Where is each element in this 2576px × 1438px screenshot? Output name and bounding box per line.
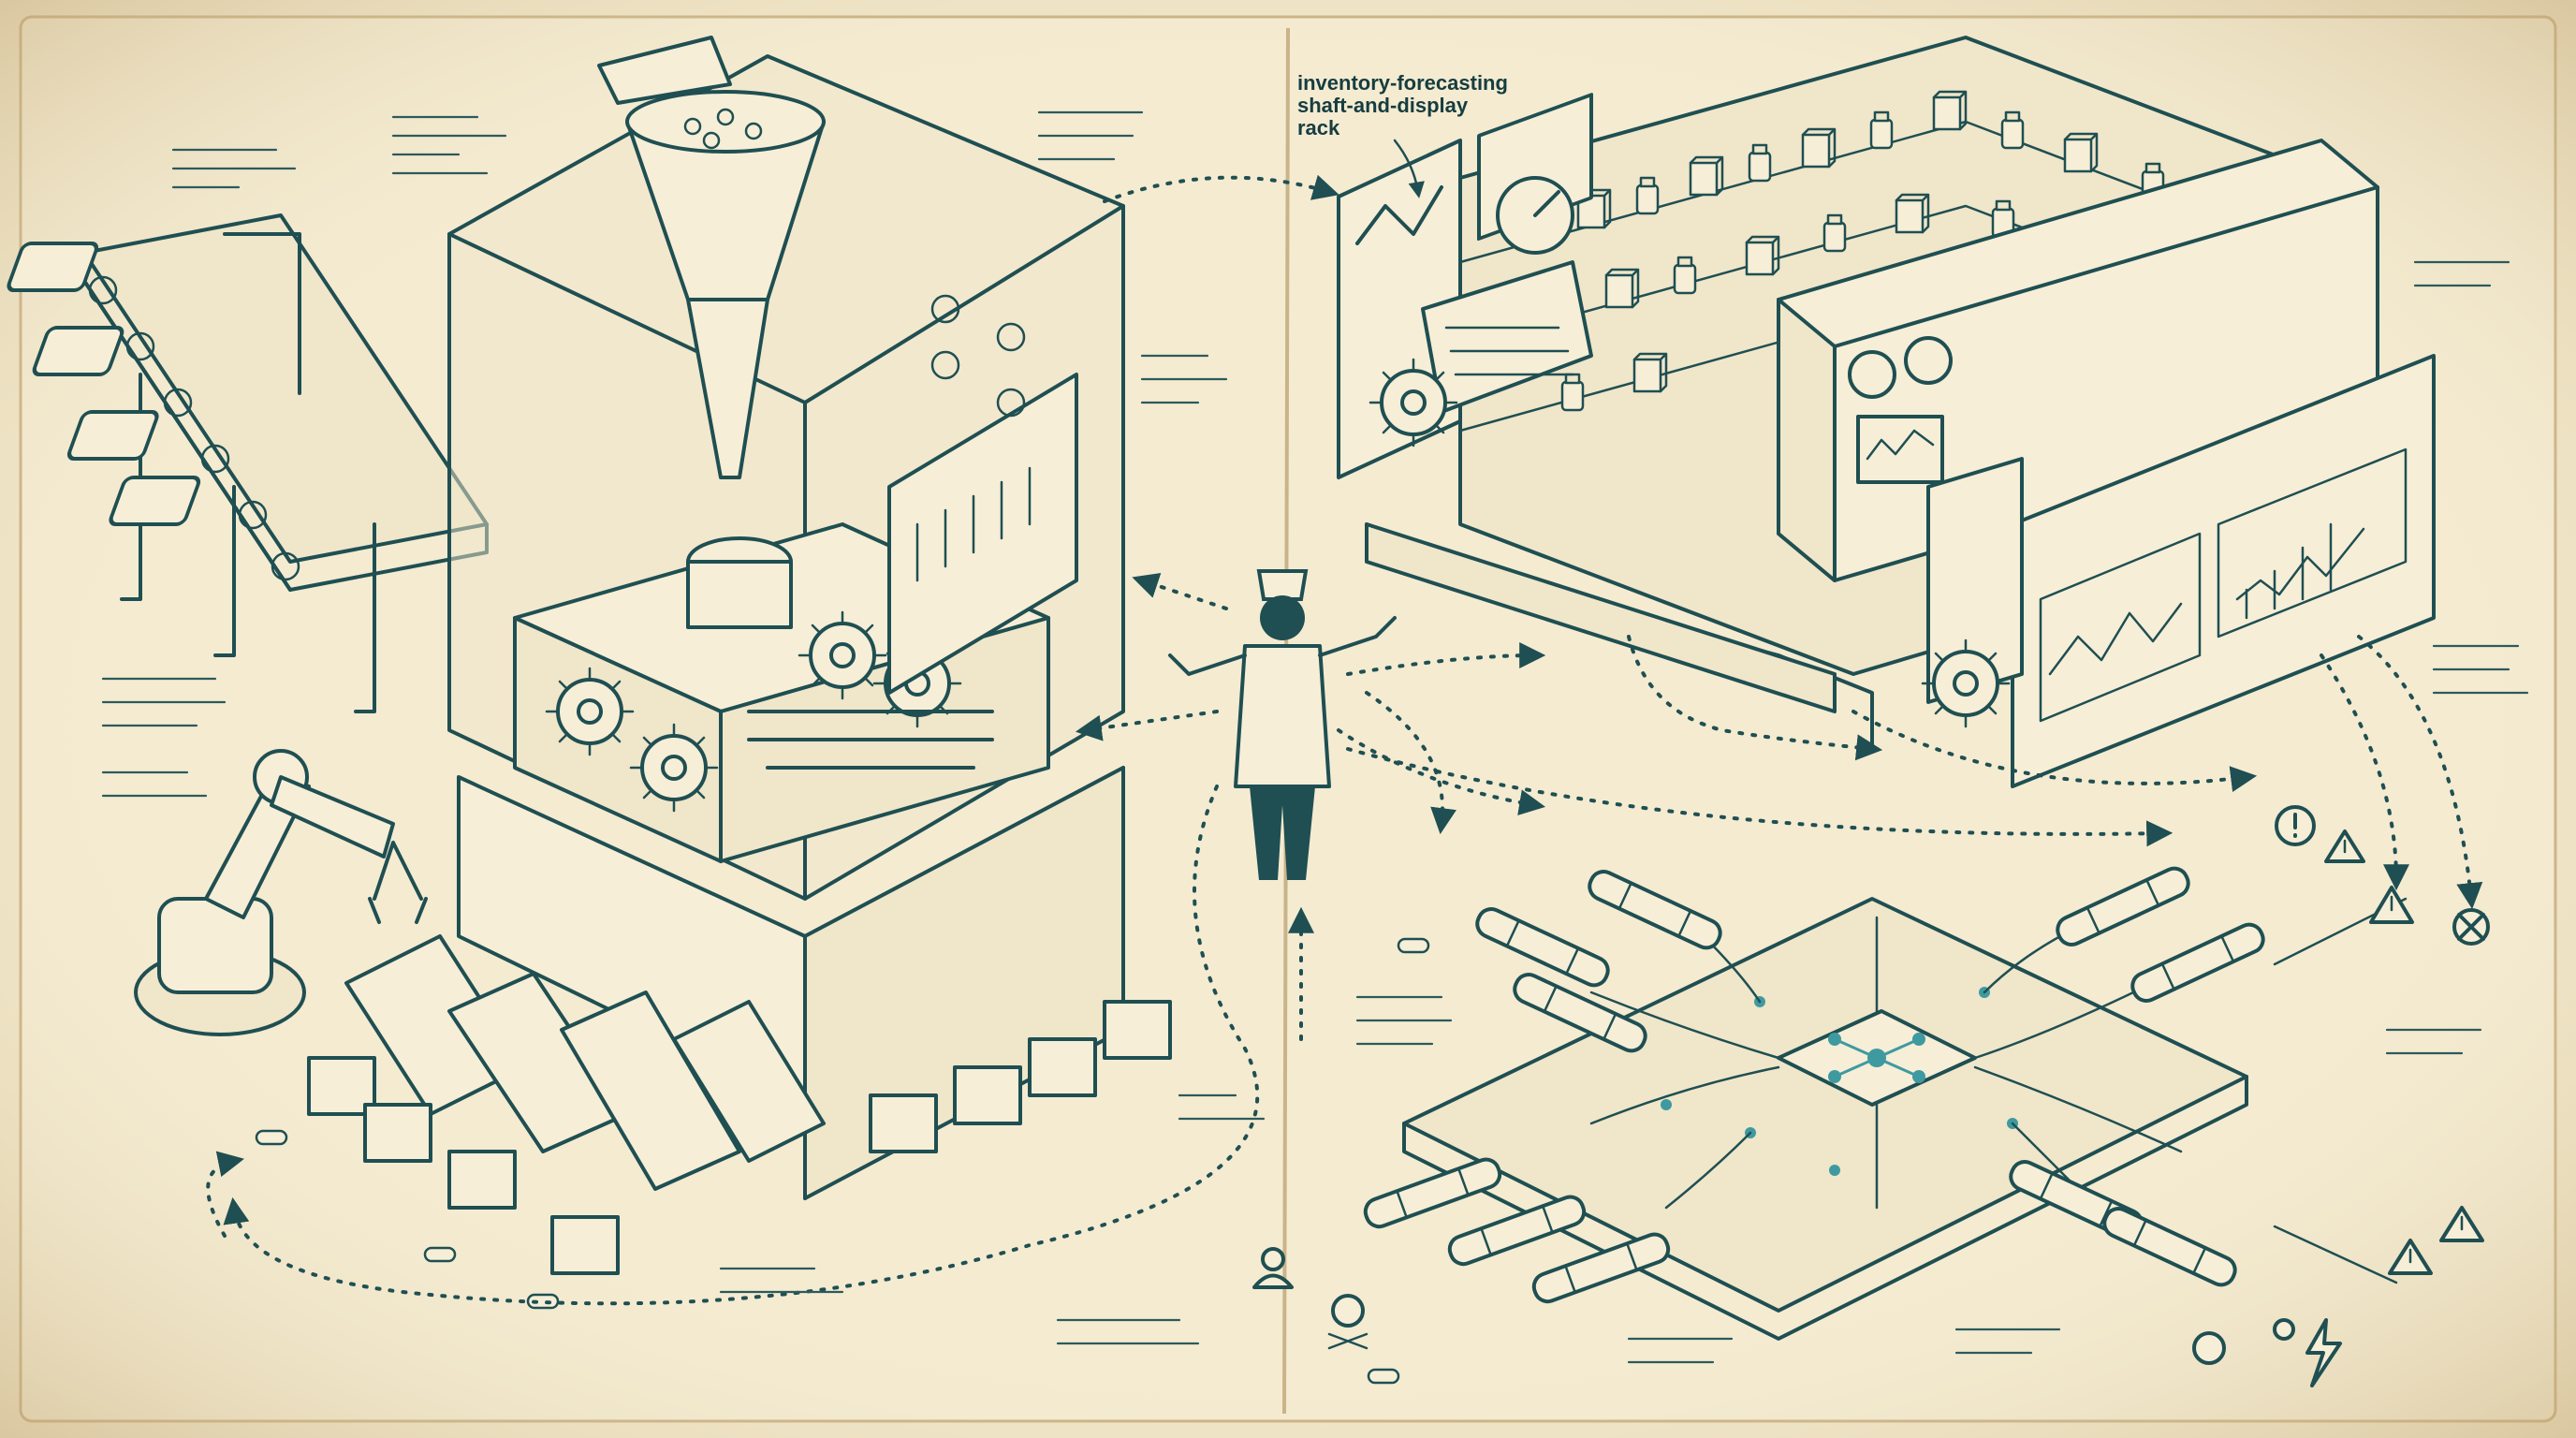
rack-callout-line3: rack <box>1297 116 1340 139</box>
flow-arrows <box>206 174 2483 1306</box>
person-icon <box>1252 1247 1294 1289</box>
pharmacist-figure <box>1168 569 1397 880</box>
rack-callout-line1: inventory-forecasting <box>1297 71 1508 95</box>
warning-icon <box>2388 1239 2433 1275</box>
distribution-circuit-board <box>1359 862 2408 1341</box>
alert-circle-icon <box>2275 805 2316 846</box>
inventory-display-rack <box>1337 36 2436 788</box>
robotic-arm <box>134 749 428 1036</box>
conveyor-belt <box>7 213 489 713</box>
lightning-icon <box>2305 1318 2342 1387</box>
warning-icon <box>2324 829 2365 863</box>
scribbled-annotations <box>101 110 2529 1364</box>
warning-icon <box>2439 1206 2484 1242</box>
rack-callout: inventory-forecasting shaft-and-display … <box>1297 71 1508 198</box>
loose-pills <box>255 937 2295 1385</box>
pill-dispensing-machine <box>307 36 1172 1275</box>
skull-icon <box>1327 1294 1368 1350</box>
no-entry-icon <box>2452 908 2490 946</box>
warning-icon <box>2369 886 2414 924</box>
rack-callout-line2: shaft-and-display <box>1297 94 1469 117</box>
